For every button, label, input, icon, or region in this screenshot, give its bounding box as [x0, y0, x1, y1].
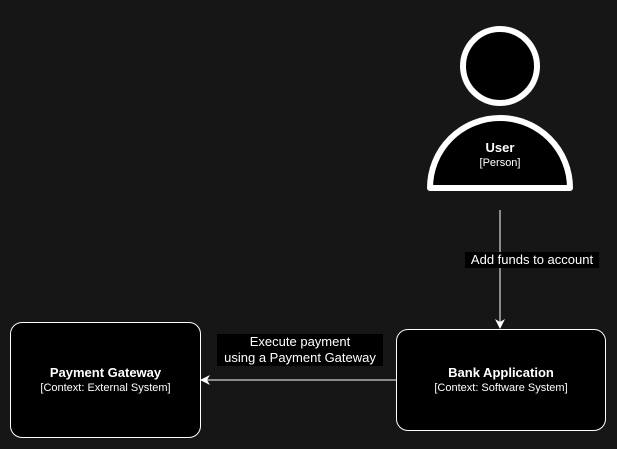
- person-body: [427, 115, 573, 191]
- person-label: User [Person]: [430, 140, 570, 170]
- person-head: [460, 26, 540, 106]
- bank-application-type: [Context: Software System]: [434, 382, 568, 394]
- bank-application-name: Bank Application: [448, 365, 554, 380]
- edge-label-execute-line2: using a Payment Gateway: [224, 350, 376, 365]
- person-name: User: [485, 140, 515, 155]
- edge-label-execute-payment: Execute payment using a Payment Gateway: [217, 334, 383, 366]
- payment-gateway-node[interactable]: Payment Gateway [Context: External Syste…: [10, 322, 201, 438]
- person-type: [Person]: [479, 157, 521, 169]
- edge-label-execute-line1: Execute payment: [249, 334, 351, 349]
- bank-application-node[interactable]: Bank Application [Context: Software Syst…: [396, 329, 606, 431]
- edge-label-add-funds: Add funds to account: [465, 252, 599, 268]
- payment-gateway-type: [Context: External System]: [40, 382, 171, 394]
- person-icon[interactable]: [427, 26, 573, 191]
- payment-gateway-name: Payment Gateway: [49, 365, 162, 380]
- edge-label-add-funds-text: Add funds to account: [470, 252, 594, 267]
